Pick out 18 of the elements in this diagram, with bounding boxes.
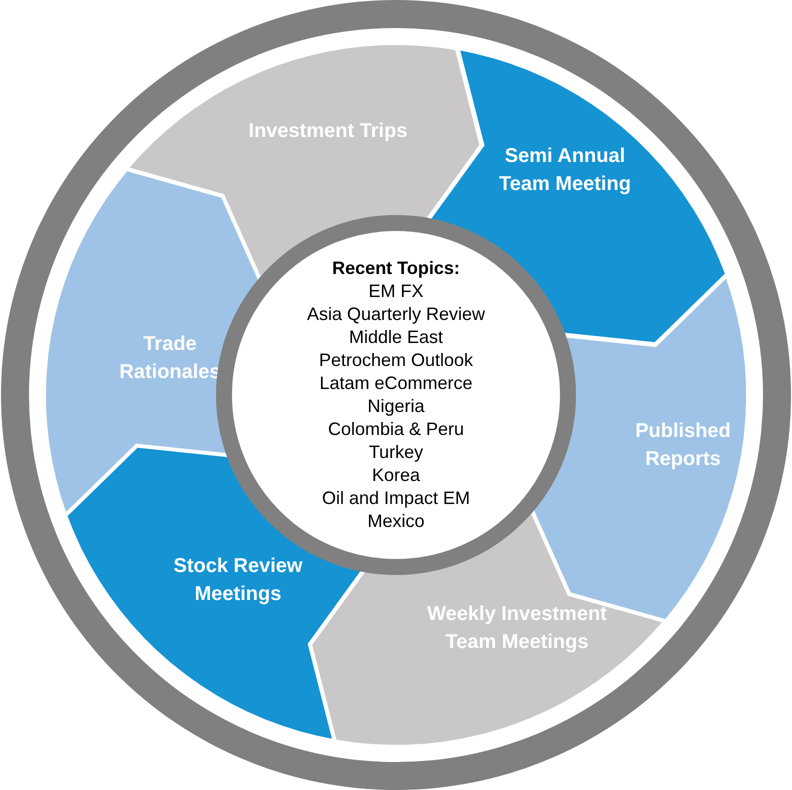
segment-label: Published Reports	[634, 418, 732, 472]
topic-item: Latam eCommerce	[319, 372, 473, 395]
segment-label: Investment Trips	[248, 118, 408, 144]
topic-item: EM FX	[368, 280, 424, 303]
topic-item: Oil and Impact EM	[322, 487, 470, 510]
topics-heading: Recent Topics:	[332, 257, 460, 280]
topic-item: Asia Quarterly Review	[306, 303, 486, 326]
topic-item: Nigeria	[367, 395, 425, 418]
segment-label: Weekly Investment Team Meetings	[426, 602, 607, 655]
topic-item: Korea	[372, 464, 420, 487]
topic-item: Petrochem Outlook	[318, 349, 474, 372]
topic-item: Turkey	[368, 441, 424, 464]
topic-item: Mexico	[367, 510, 424, 533]
topic-item: Colombia & Peru	[328, 418, 464, 441]
segment-label: Stock Review Meetings	[172, 554, 304, 607]
topic-item: Middle East	[348, 326, 444, 349]
segment-label: Semi Annual Team Meeting	[498, 144, 632, 197]
segment-label: Trade Rationales	[118, 332, 222, 385]
